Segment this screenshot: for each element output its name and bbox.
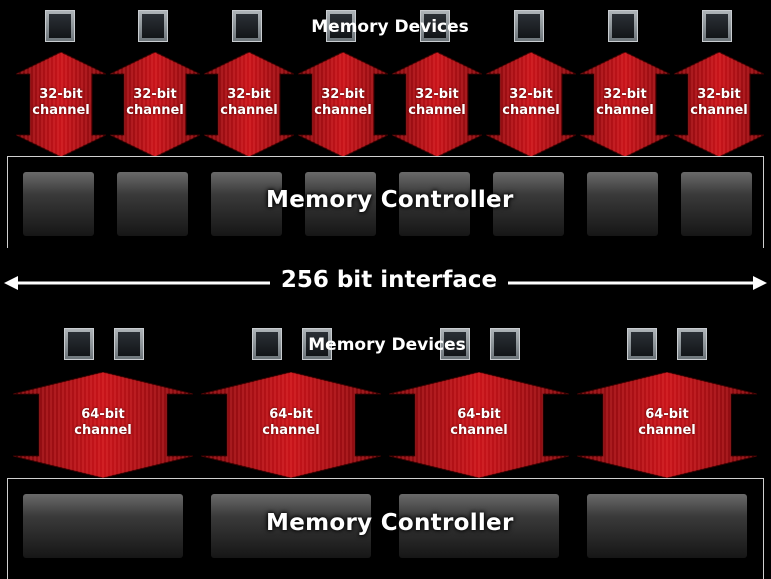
channel-word-text: channel (690, 102, 748, 118)
memory-chip-icon (627, 328, 657, 360)
channel-word-text: channel (220, 102, 278, 118)
memory-chip-icon (514, 10, 544, 42)
bottom-controller-frame (7, 478, 764, 579)
memory-chip-icon (232, 10, 262, 42)
controller-block (305, 172, 376, 236)
memory-chip-icon (677, 328, 707, 360)
controller-block (23, 172, 94, 236)
controller-block (211, 494, 371, 558)
double-arrow-icon (4, 276, 767, 290)
channel-width-text: 64-bit (645, 407, 689, 422)
channel-width-text: 32-bit (415, 86, 459, 102)
memory-chip-icon (45, 10, 75, 42)
memory-chip-icon (138, 10, 168, 42)
channel-width-text: 32-bit (227, 86, 271, 102)
channel-width-text: 64-bit (81, 407, 125, 422)
top-controller-label: Memory Controller (266, 187, 514, 213)
memory-chip-icon (490, 328, 520, 360)
controller-block (681, 172, 752, 236)
channel-word-text: channel (450, 423, 508, 438)
memory-chip-icon (702, 10, 732, 42)
controller-block (587, 494, 747, 558)
bottom-controller-label: Memory Controller (266, 510, 514, 536)
channel-word-text: channel (126, 102, 184, 118)
controller-block (399, 494, 559, 558)
channel-width-text: 32-bit (39, 86, 83, 102)
memory-chip-icon (114, 328, 144, 360)
channel-word-text: channel (408, 102, 466, 118)
controller-block (117, 172, 188, 236)
controller-block (399, 172, 470, 236)
memory-chip-icon (440, 328, 470, 360)
channel-width-text: 64-bit (269, 407, 313, 422)
memory-chip-icon (420, 10, 450, 42)
controller-block (211, 172, 282, 236)
channel-word-text: channel (262, 423, 320, 438)
channel-word-text: channel (638, 423, 696, 438)
memory-chip-icon (252, 328, 282, 360)
controller-block (493, 172, 564, 236)
memory-chip-icon (302, 328, 332, 360)
top-controller-frame (7, 156, 764, 248)
controller-block (23, 494, 183, 558)
interface-label: 256 bit interface (280, 267, 498, 293)
memory-chip-icon (64, 328, 94, 360)
memory-chip-icon (608, 10, 638, 42)
bottom-memory-devices-label: Memory Devices (308, 335, 466, 355)
channel-word-text: channel (314, 102, 372, 118)
channel-width-text: 32-bit (697, 86, 741, 102)
top-memory-devices-label: Memory Devices (311, 17, 469, 37)
channel-width-text: 32-bit (133, 86, 177, 102)
channel-word-text: channel (596, 102, 654, 118)
controller-block (587, 172, 658, 236)
channel-word-text: channel (74, 423, 132, 438)
channel-width-text: 32-bit (603, 86, 647, 102)
memory-chip-icon (326, 10, 356, 42)
channel-width-text: 32-bit (321, 86, 365, 102)
channel-word-text: channel (32, 102, 90, 118)
channel-width-text: 32-bit (509, 86, 553, 102)
channel-width-text: 64-bit (457, 407, 501, 422)
channel-word-text: channel (502, 102, 560, 118)
